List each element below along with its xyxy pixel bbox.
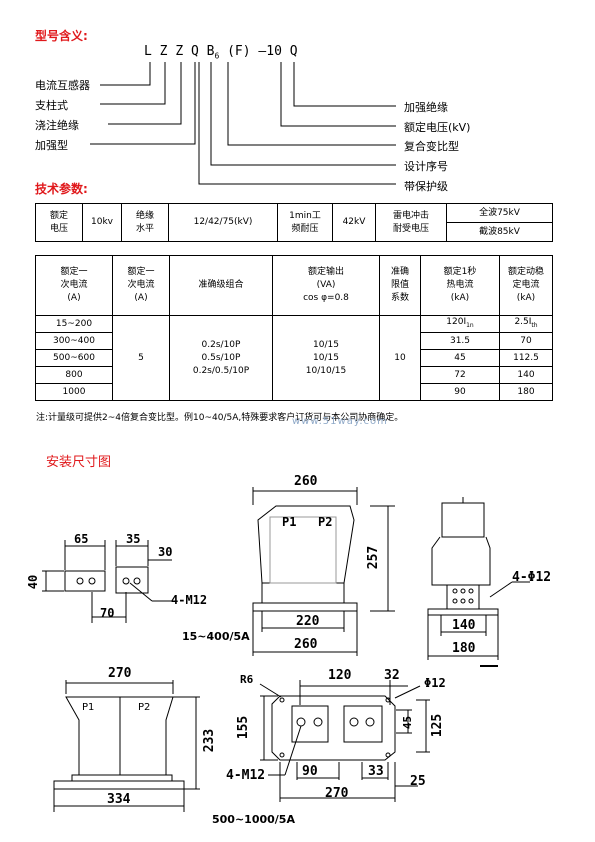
output-3: 10/10/15: [305, 365, 347, 376]
hdr-primary: 额定一 次电流 (A): [35, 255, 113, 316]
cell-10kv: 10kv: [82, 203, 122, 242]
model-code: L Z Z Q B6 (F) —10 Q: [144, 44, 298, 61]
left-label-3: 浇注绝缘: [35, 119, 79, 132]
left-label-1: 电流互感器: [35, 79, 90, 92]
fig2-dim-260-top: 260: [294, 474, 318, 489]
cell-rated-voltage: 额定 电压: [35, 203, 83, 242]
fig5-dim-120: 120: [328, 668, 352, 683]
fig2-p1: P1: [282, 515, 297, 529]
alf-value: 10: [379, 315, 421, 401]
dynamic-1: 2.5Ith: [499, 315, 553, 333]
fig5-dim-32: 32: [384, 668, 400, 683]
fig1-dim-40: 40: [26, 574, 41, 590]
dynamic-1-sub: th: [531, 321, 538, 329]
hdr-output: 额定输出 (VA) cos φ=0.8: [272, 255, 380, 316]
output-cell: 10/15 10/15 10/10/15: [272, 315, 380, 401]
fig1-dim-65: 65: [74, 532, 89, 546]
fig1-caption: 15~400/5A: [182, 630, 250, 643]
spec-table-top: 额定 电压 10kv 绝缘 水平 12/42/75(kV) 1min工 频耐压 …: [35, 203, 553, 242]
tech-title: 技术参数:: [35, 182, 88, 196]
fig5-dim-270: 270: [325, 786, 349, 801]
cell-1min: 1min工 频耐压: [277, 203, 333, 242]
cell-insulation: 绝缘 水平: [121, 203, 169, 242]
right-label-3: 复合变比型: [404, 140, 459, 153]
fig5-phi: Φ12: [424, 676, 446, 690]
accuracy-1: 0.2s/10P: [201, 339, 241, 350]
dynamic-1-main: 2.5I: [514, 317, 532, 328]
watermark: www.51way.com: [292, 416, 388, 427]
fig5-dim-45: 45: [401, 715, 415, 730]
primary-current-5: 1000: [35, 383, 113, 401]
accuracy-3: 0.2s/0.5/10P: [192, 365, 250, 376]
fig2-dim-220: 220: [296, 614, 320, 629]
fig5-dim-125: 125: [430, 713, 446, 738]
fig4-p2: P2: [138, 702, 151, 713]
fig2-dim-260-bottom: 260: [294, 637, 318, 652]
code-char-l: L: [144, 44, 152, 59]
right-label-4: 设计序号: [404, 160, 448, 173]
fig3-dim-180: 180: [452, 641, 476, 656]
fig3-dim-140: 140: [452, 618, 476, 633]
fig4-dim-334: 334: [107, 792, 131, 807]
secondary-current: 5: [112, 315, 170, 401]
model-title: 型号含义:: [35, 29, 88, 43]
fig5-bolt: 4-M12: [226, 768, 266, 783]
code-char-z1: Z: [159, 44, 168, 59]
fig5-dim-25: 25: [410, 774, 426, 789]
fig5-dim-90: 90: [302, 764, 318, 779]
fig2-p2: P2: [318, 515, 333, 529]
cell-42kv: 42kV: [332, 203, 376, 242]
hdr-dynamic: 额定动稳 定电流 (kA): [499, 255, 553, 316]
right-label-5: 带保护级: [404, 180, 448, 193]
code-suffix: —10 Q: [258, 44, 298, 59]
accuracy-cell: 0.2s/10P 0.5s/10P 0.2s/0.5/10P: [169, 315, 273, 401]
code-char-z2: Z: [175, 44, 184, 59]
fig4-p1: P1: [82, 702, 95, 713]
hdr-thermal: 额定1秒 热电流 (kA): [420, 255, 500, 316]
code-char-b: B: [206, 44, 215, 59]
code-sub: 6: [214, 51, 220, 61]
fig1-dim-30: 30: [158, 545, 173, 559]
fig4-dim-270: 270: [108, 666, 132, 681]
tech-note: 注:计量级可提供2~4倍复合变比型。例10~40/5A,特殊要求客户订货可与本公…: [36, 413, 404, 423]
fig1-dim-35: 35: [126, 532, 141, 546]
fig5-dim-33: 33: [368, 764, 384, 779]
fig1-dim-70: 70: [100, 606, 115, 620]
right-label-1: 加强绝缘: [404, 101, 448, 114]
code-tail: (F): [227, 44, 251, 59]
output-2: 10/15: [313, 352, 339, 363]
dynamic-5: 180: [499, 383, 553, 401]
fig2-dim-257: 257: [366, 545, 382, 570]
right-label-2: 额定电压(kV): [404, 121, 471, 134]
cell-chopped-wave: 截波85kV: [446, 222, 553, 242]
fig5-caption: 500~1000/5A: [212, 813, 295, 826]
spec-table-main: 额定一 次电流 (A) 额定一 次电流 (A) 准确级组合 额定输出 (VA) …: [35, 255, 553, 401]
install-title: 安装尺寸图: [46, 455, 112, 470]
fig5-r6: R6: [240, 673, 254, 686]
left-label-4: 加强型: [35, 139, 68, 152]
hdr-accuracy: 准确级组合: [169, 255, 273, 316]
fig3-hole: 4-Φ12: [512, 570, 552, 585]
fig5-dim-155: 155: [236, 715, 252, 740]
cell-insulation-value: 12/42/75(kV): [168, 203, 278, 242]
hdr-secondary: 额定一 次电流 (A): [112, 255, 170, 316]
fig1-bolt: 4-M12: [171, 593, 208, 607]
thermal-5: 90: [420, 383, 500, 401]
left-label-2: 支柱式: [35, 99, 68, 112]
thermal-1-main: 120I: [446, 317, 467, 328]
cell-lightning: 雷电冲击 耐受电压: [375, 203, 447, 242]
output-1: 10/15: [313, 339, 339, 350]
thermal-1-sub: 1n: [466, 321, 474, 329]
accuracy-2: 0.5s/10P: [201, 352, 241, 363]
fig4-dim-233: 233: [202, 728, 218, 753]
code-char-q: Q: [190, 44, 199, 59]
